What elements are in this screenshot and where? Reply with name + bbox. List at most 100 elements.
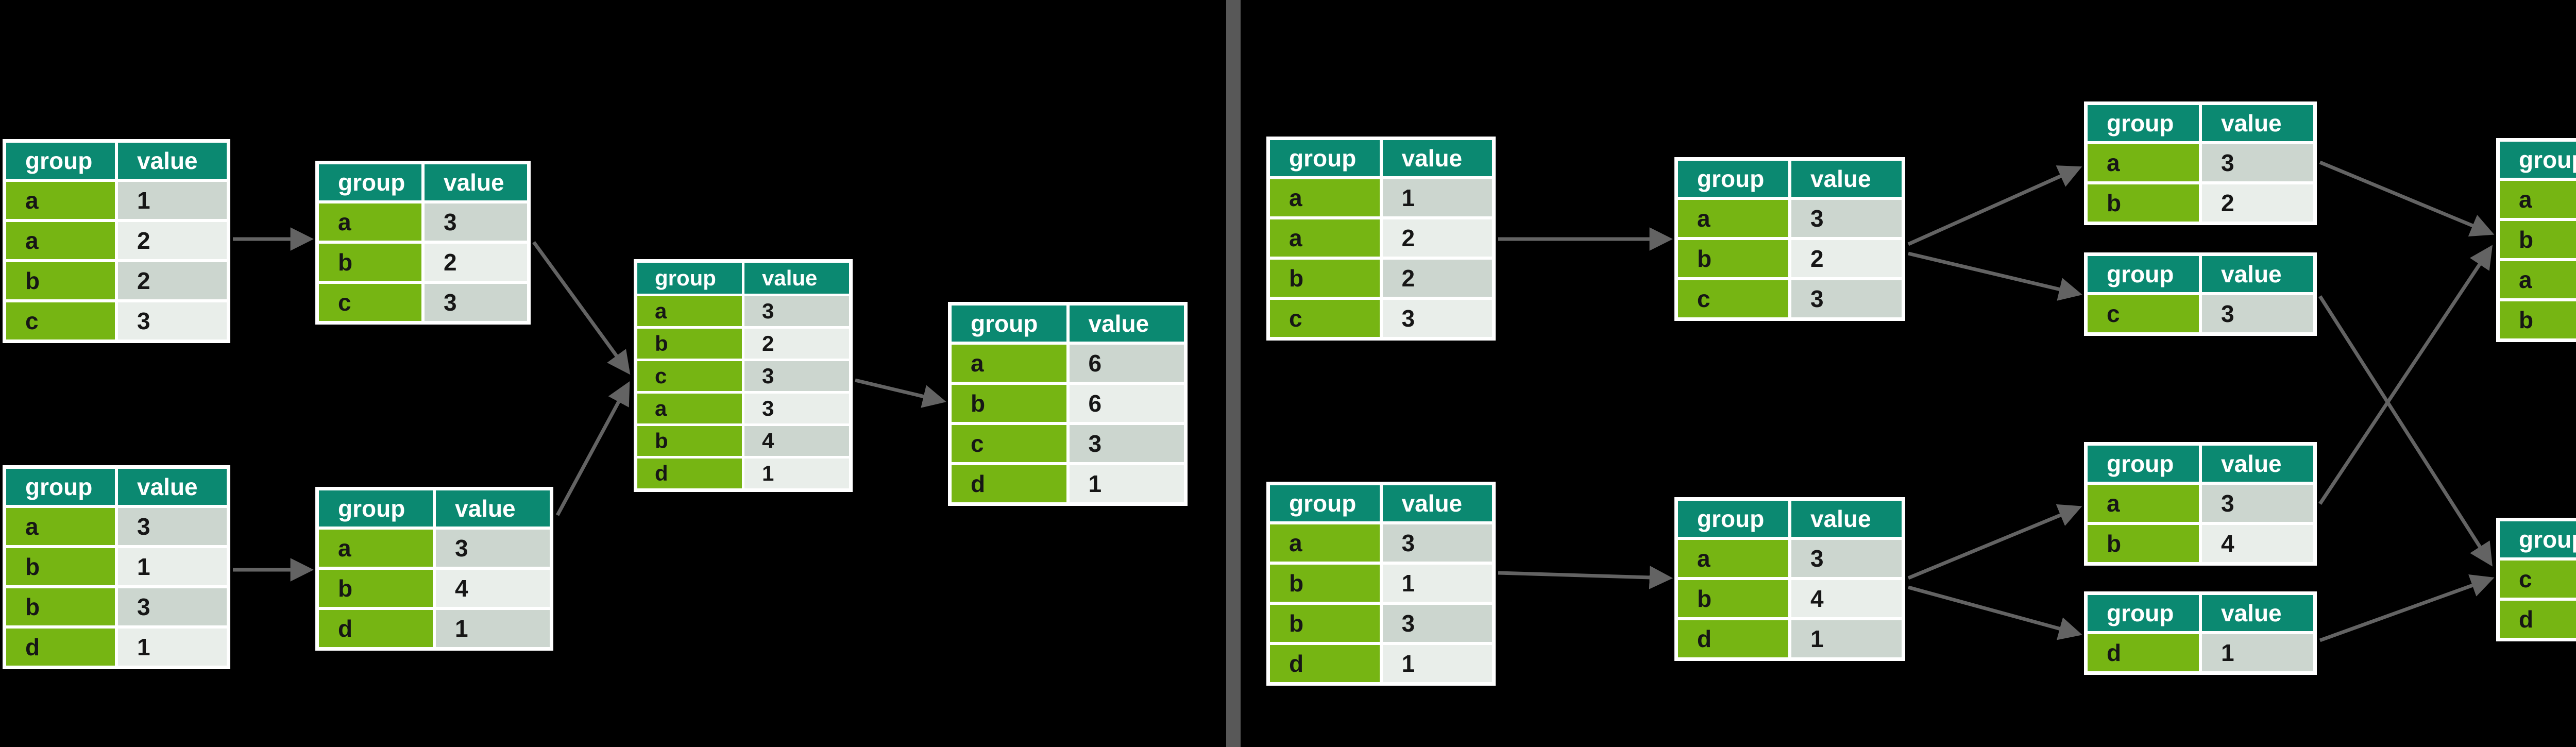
group-cell: b: [637, 426, 742, 456]
group-cell: b: [6, 548, 115, 585]
value-cell: 2: [1382, 260, 1492, 297]
group-cell: d: [952, 465, 1066, 502]
group-cell: c: [637, 361, 742, 391]
column-header-value: value: [2202, 446, 2313, 482]
value-cell: 3: [744, 296, 849, 326]
group-cell: b: [6, 588, 115, 625]
group-cell: b: [1270, 605, 1380, 642]
value-cell: 3: [118, 508, 227, 545]
value-cell: 3: [744, 361, 849, 391]
value-cell: 1: [1382, 565, 1492, 602]
column-header-group: group: [1270, 485, 1380, 521]
group-cell: d: [1270, 645, 1380, 682]
value-cell: 1: [1382, 179, 1492, 216]
column-header-group: group: [637, 263, 742, 294]
flow-arrow: [2318, 245, 2493, 505]
column-header-group: group: [2088, 446, 2199, 482]
column-header-value: value: [1382, 140, 1492, 176]
group-cell: c: [2088, 295, 2199, 332]
group-cell: a: [1270, 179, 1380, 216]
group-cell: a: [1678, 200, 1788, 237]
column-header-group: group: [2088, 105, 2199, 141]
column-header-value: value: [436, 490, 550, 527]
column-header-group: group: [319, 164, 421, 200]
value-cell: 2: [118, 262, 227, 299]
group-cell: b: [637, 329, 742, 359]
column-header-group: group: [1678, 161, 1788, 197]
value-cell: 4: [2202, 525, 2313, 562]
flow-arrow: [2319, 160, 2495, 237]
group-cell: b: [319, 244, 421, 281]
column-header-value: value: [2202, 256, 2313, 292]
group-cell: c: [1678, 280, 1788, 317]
flow-arrow: [532, 241, 631, 375]
value-cell: 3: [2202, 295, 2313, 332]
value-cell: 3: [2202, 144, 2313, 181]
column-header-group: group: [319, 490, 433, 527]
value-cell: 2: [2202, 184, 2313, 222]
column-header-group: group: [2088, 595, 2199, 631]
group-cell: a: [6, 508, 115, 545]
column-header-value: value: [2202, 595, 2313, 631]
value-cell: 3: [425, 284, 527, 321]
flow-arrow: [2319, 574, 2495, 642]
group-cell: a: [2500, 181, 2576, 218]
column-header-group: group: [2500, 142, 2576, 178]
group-cell: c: [1270, 300, 1380, 337]
flow-arrow: [855, 378, 946, 408]
group-cell: b: [319, 570, 433, 607]
group-cell: b: [952, 385, 1066, 422]
group-cell: c: [319, 284, 421, 321]
group-cell: a: [319, 530, 433, 567]
value-cell: 3: [425, 203, 527, 241]
value-cell: 2: [1382, 219, 1492, 257]
column-header-value: value: [425, 164, 527, 200]
group-cell: b: [1270, 260, 1380, 297]
group-cell: b: [2500, 301, 2576, 338]
group-cell: b: [2088, 525, 2199, 562]
value-cell: 2: [1791, 240, 1902, 277]
value-cell: 1: [1069, 465, 1184, 502]
value-cell: 1: [744, 459, 849, 488]
value-cell: 3: [2202, 485, 2313, 522]
value-cell: 1: [118, 629, 227, 666]
group-cell: c: [2500, 561, 2576, 598]
value-cell: 1: [118, 182, 227, 219]
group-cell: b: [1678, 580, 1788, 617]
group-cell: b: [2088, 184, 2199, 222]
group-cell: a: [1270, 524, 1380, 562]
panel-divider: [1226, 0, 1241, 747]
value-cell: 4: [436, 570, 550, 607]
group-cell: d: [6, 629, 115, 666]
group-cell: a: [637, 296, 742, 326]
column-header-group: group: [2088, 256, 2199, 292]
column-header-value: value: [1069, 305, 1184, 342]
group-cell: b: [6, 262, 115, 299]
value-cell: 3: [118, 588, 227, 625]
value-cell: 2: [425, 244, 527, 281]
value-cell: 3: [1791, 540, 1902, 577]
group-cell: a: [1678, 540, 1788, 577]
group-cell: d: [2500, 601, 2576, 638]
value-cell: 3: [436, 530, 550, 567]
value-cell: 2: [744, 329, 849, 359]
value-cell: 3: [1382, 300, 1492, 337]
value-cell: 3: [1382, 605, 1492, 642]
value-cell: 3: [1791, 200, 1902, 237]
column-header-group: group: [6, 143, 115, 179]
value-cell: 1: [118, 548, 227, 585]
group-cell: a: [1270, 219, 1380, 257]
value-cell: 4: [744, 426, 849, 456]
value-cell: 3: [118, 302, 227, 339]
